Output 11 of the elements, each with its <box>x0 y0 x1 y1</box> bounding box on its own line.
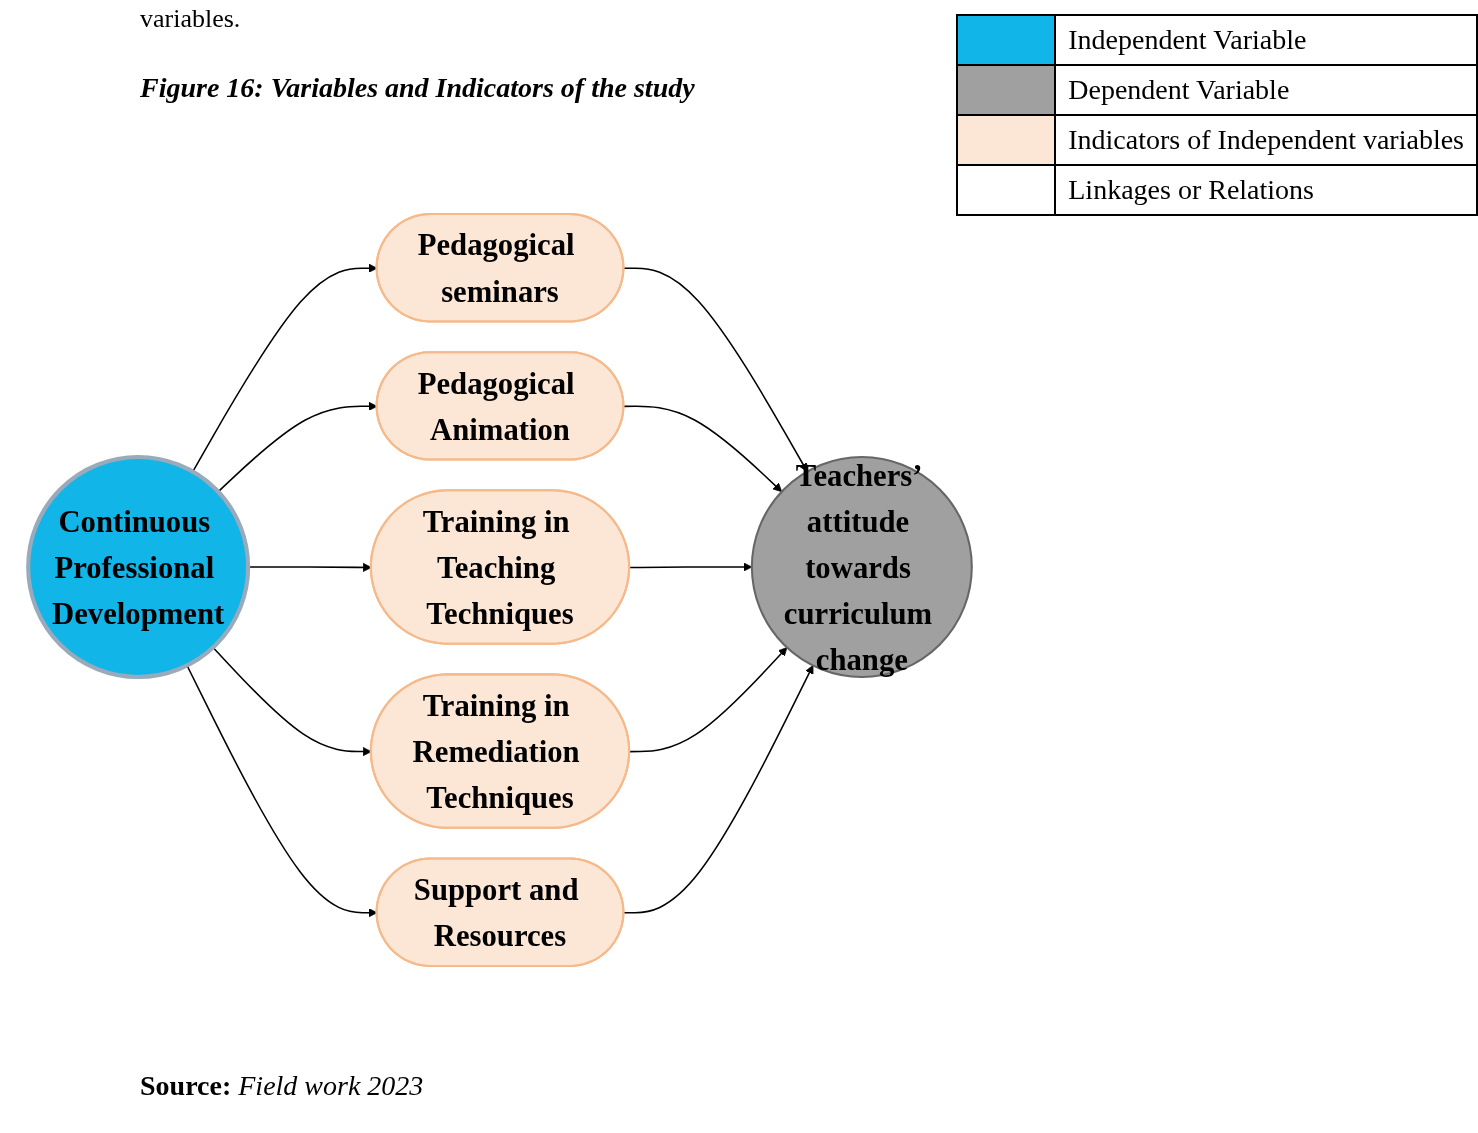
node-circle: Teachers’ attitude towards curriculum change <box>750 456 973 678</box>
text-fragment: variables. <box>140 4 241 34</box>
legend-label: Indicators of Independent variables <box>1055 115 1477 165</box>
legend-label: Independent Variable <box>1055 15 1477 65</box>
figure-title: Figure 16: Variables and Indicators of the study <box>140 72 695 104</box>
source-caption: Source: Field work 2023 <box>140 1070 424 1102</box>
legend-label: Dependent Variable <box>1055 65 1477 115</box>
node-circle: Continuous Professional Development <box>26 454 251 679</box>
legend-label: Linkages or Relations <box>1055 165 1477 215</box>
arrow <box>623 665 814 914</box>
arrow <box>623 405 783 493</box>
